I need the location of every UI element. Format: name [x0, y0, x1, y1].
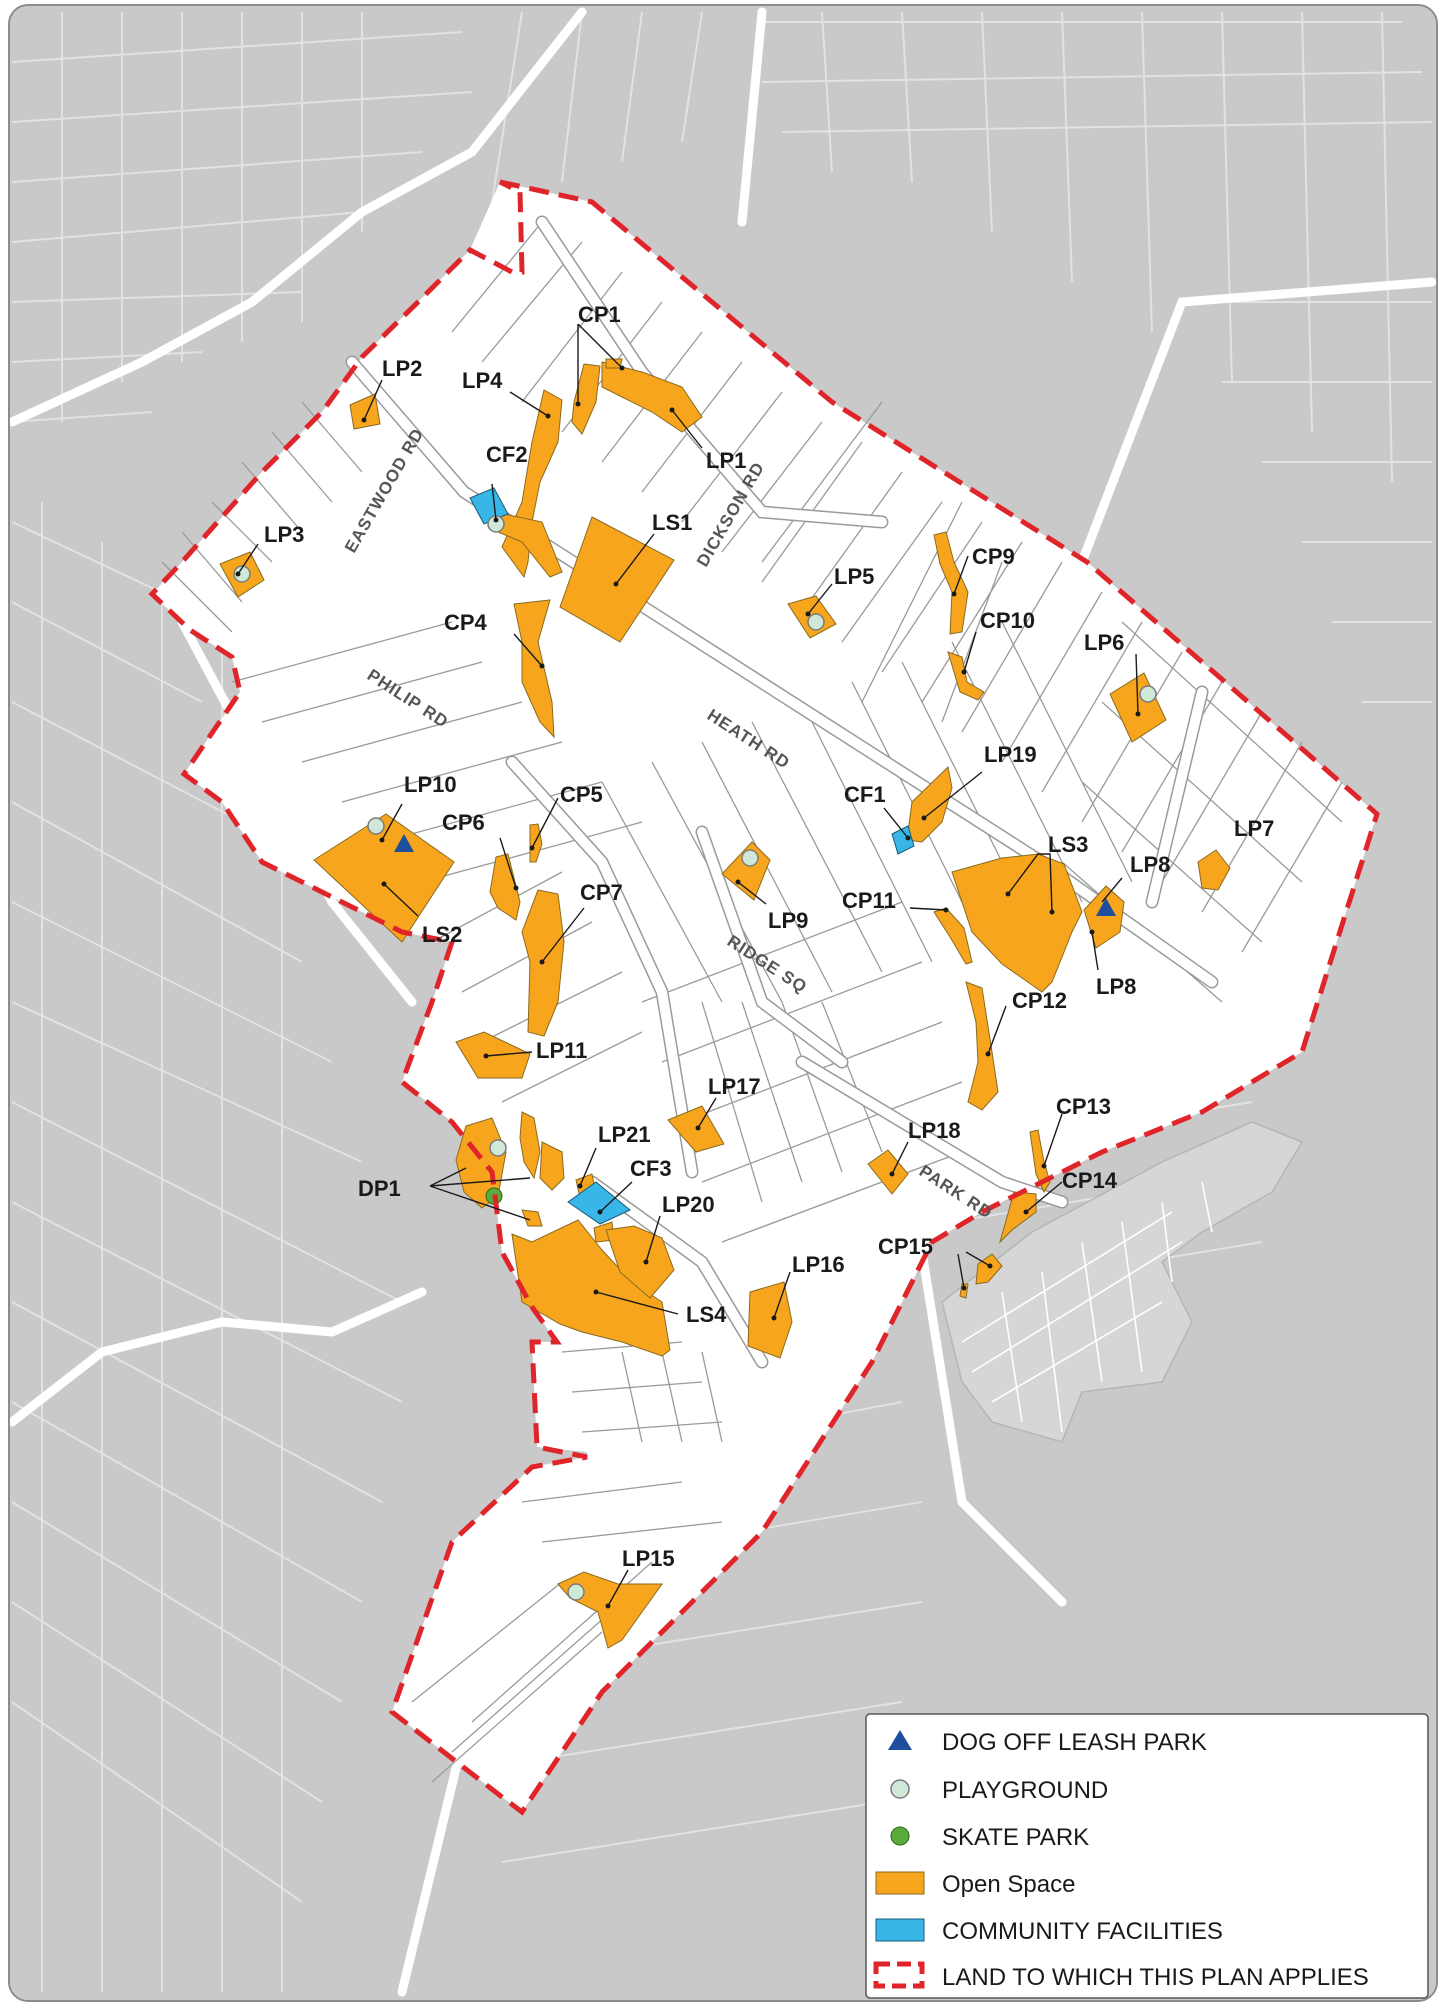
label-cp6: CP6 [442, 810, 485, 835]
legend-community-label: COMMUNITY FACILITIES [942, 1918, 1223, 1945]
label-lp6: LP6 [1084, 630, 1124, 655]
playground-lp6 [1139, 685, 1157, 703]
open-space-dp1-d [521, 1209, 543, 1227]
label-lp2: LP2 [382, 356, 422, 381]
label-lp18: LP18 [908, 1118, 961, 1143]
label-dp1: DP1 [358, 1176, 401, 1201]
label-cf1: CF1 [844, 782, 886, 807]
map-canvas: EASTWOOD RD DICKSON RD HEATH RD PHILIP R… [10, 6, 1436, 2000]
playground-lp5 [807, 613, 825, 631]
label-lp7: LP7 [1234, 816, 1274, 841]
open-space-cp12 [965, 981, 999, 1111]
playground-dp1 [489, 1139, 507, 1157]
playground-markers [233, 515, 1157, 1601]
label-lp15: LP15 [622, 1546, 675, 1571]
leader-lines [237, 323, 1139, 1607]
label-cp14: CP14 [1062, 1168, 1118, 1193]
open-space-lp16 [747, 1281, 793, 1359]
label-lp4: LP4 [462, 368, 503, 393]
label-ls3: LS3 [1048, 832, 1088, 857]
open-space-cp10 [947, 651, 985, 701]
community-facility-cf3 [567, 1181, 631, 1225]
legend-open-space-label: Open Space [942, 1871, 1075, 1898]
legend-skate-label: SKATE PARK [942, 1824, 1089, 1851]
legend-playground-label: PLAYGROUND [942, 1777, 1108, 1804]
open-space-dp1-c [539, 1141, 565, 1191]
label-lp8: LP8 [1130, 852, 1170, 877]
label-ls2: LS2 [422, 922, 462, 947]
site-labels: LP2 LP3 LP4 CP1 LP1 CF2 LS1 CP4 LP5 CP9 … [264, 302, 1274, 1571]
label-lp9: LP9 [768, 908, 808, 933]
legend-open-space-symbol [875, 1871, 925, 1895]
label-lp19: LP19 [984, 742, 1037, 767]
label-lp17: LP17 [708, 1074, 761, 1099]
open-space-cp6 [489, 853, 521, 921]
legend-dog-label: DOG OFF LEASH PARK [942, 1729, 1207, 1756]
open-space-lp20 [605, 1225, 675, 1299]
label-cf2: CF2 [486, 442, 528, 467]
label-ls1: LS1 [652, 510, 692, 535]
label-ls4: LS4 [686, 1302, 727, 1327]
label-lp20: LP20 [662, 1192, 715, 1217]
playground-lp9 [741, 849, 759, 867]
playground-lp10 [367, 817, 385, 835]
legend-community-symbol [875, 1918, 925, 1942]
label-cp4: CP4 [444, 610, 488, 635]
label-cp7: CP7 [580, 880, 623, 905]
townhouse-block [941, 1121, 1304, 1443]
label-lp5: LP5 [834, 564, 874, 589]
label-lp10: LP10 [404, 772, 457, 797]
label-lp1: LP1 [706, 448, 746, 473]
label-cp12: CP12 [1012, 988, 1067, 1013]
dog-off-leash-lp10 [394, 834, 414, 852]
open-space-cp1 [571, 363, 601, 435]
open-space-lp7 [1197, 849, 1231, 891]
community-facility-areas [469, 487, 915, 1225]
legend-skate-symbol [890, 1826, 910, 1846]
label-cp9: CP9 [972, 544, 1015, 569]
label-cp11: CP11 [842, 888, 896, 913]
legend-boundary-symbol [873, 1961, 925, 1989]
open-space-ls3 [951, 853, 1083, 993]
label-cp13: CP13 [1056, 1094, 1111, 1119]
outside-parcel-lines [11, 11, 1433, 1992]
leader-dots [235, 365, 1141, 1609]
legend-box [865, 1713, 1429, 1999]
label-lp3: LP3 [264, 522, 304, 547]
label-lp16: LP16 [792, 1252, 845, 1277]
label-lp21: LP21 [598, 1122, 651, 1147]
open-space-lp1 [601, 361, 703, 433]
label-cp5: CP5 [560, 782, 603, 807]
legend-playground-symbol [890, 1779, 910, 1799]
playground-lp3 [233, 565, 251, 583]
open-space-cp4 [513, 599, 555, 739]
dog-off-leash-lp8 [1096, 898, 1116, 916]
dog-off-leash-markers [394, 834, 1116, 916]
legend-dog-symbol [888, 1730, 912, 1750]
label-cp15: CP15 [878, 1234, 933, 1259]
legend-boundary-label: LAND TO WHICH THIS PLAN APPLIES [942, 1964, 1369, 1991]
open-space-dp1-b [519, 1111, 541, 1180]
open-space-cp9 [933, 531, 969, 635]
open-space-lp18 [867, 1149, 909, 1195]
open-space-cp14 [999, 1191, 1037, 1244]
community-facility-cf1 [891, 825, 915, 855]
open-space-ls1 [559, 516, 675, 643]
open-space-cp13 [1029, 1129, 1051, 1194]
label-lp8-lower: LP8 [1096, 974, 1136, 999]
label-cf3: CF3 [630, 1156, 672, 1181]
map-frame: EASTWOOD RD DICKSON RD HEATH RD PHILIP R… [8, 4, 1438, 2002]
plan-boundary [148, 179, 1380, 1816]
legend: DOG OFF LEASH PARK PLAYGROUND SKATE PARK… [865, 1713, 1429, 1999]
community-facility-cf2 [469, 487, 509, 525]
label-cp10: CP10 [980, 608, 1035, 633]
playground-lp15 [567, 1583, 585, 1601]
label-lp11: LP11 [536, 1038, 587, 1063]
open-space-ls4 [511, 1219, 671, 1357]
label-cp1: CP1 [578, 302, 621, 327]
